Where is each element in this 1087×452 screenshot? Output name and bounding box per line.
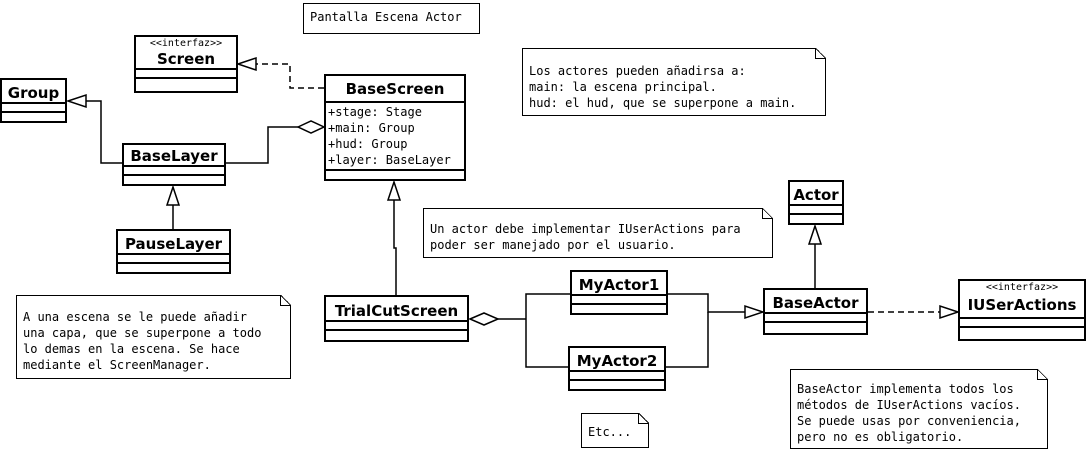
attributes-compartment <box>790 204 842 213</box>
methods-compartment <box>765 321 866 323</box>
attributes-compartment <box>960 317 1084 326</box>
methods-compartment <box>2 111 65 113</box>
note-layer: A una escena se le puede añadir una capa… <box>16 295 291 379</box>
attributes-compartment: +stage: Stage +main: Group +hud: Group +… <box>326 101 464 169</box>
realization-arrow <box>939 304 961 320</box>
class-iuseractions[interactable]: <<interfaz>> IUSerActions <box>958 279 1086 341</box>
title-note: Pantalla Escena Actor <box>303 3 480 34</box>
note-implement: Un actor debe implementar IUserActions p… <box>423 208 773 258</box>
attribute: +hud: Group <box>328 137 408 151</box>
trialcut-basescreen-line <box>393 200 397 295</box>
class-myactor1[interactable]: MyActor1 <box>570 270 668 315</box>
methods-compartment <box>326 329 467 331</box>
attribute: +stage: Stage <box>328 105 422 119</box>
class-name: PauseLayer <box>124 235 223 253</box>
methods-compartment <box>326 169 464 171</box>
stereotype-label: <<interfaz>> <box>985 282 1059 293</box>
generalization-arrow <box>65 93 87 109</box>
methods-compartment <box>572 303 666 305</box>
class-name: Actor <box>793 186 839 204</box>
class-name: BaseLayer <box>130 147 218 165</box>
generalization-arrow <box>807 223 823 245</box>
baselayer-group-line <box>86 100 122 164</box>
class-group[interactable]: Group <box>0 78 67 123</box>
attributes-compartment <box>572 294 666 303</box>
attributes-compartment <box>136 68 236 77</box>
methods-compartment <box>570 379 664 381</box>
class-baseactor[interactable]: BaseActor <box>763 288 868 335</box>
realization-arrow <box>235 56 257 72</box>
generalization-arrow <box>165 184 181 206</box>
trialcut-myactor2-line <box>525 319 570 368</box>
methods-compartment <box>790 213 842 215</box>
generalization-arrow <box>744 304 766 320</box>
trialcut-myactor1-line <box>525 293 570 319</box>
methods-compartment <box>136 77 236 79</box>
attributes-compartment <box>118 253 229 262</box>
note-fold-icon <box>638 413 649 424</box>
methods-compartment <box>118 262 229 264</box>
methods-compartment <box>960 326 1084 328</box>
myactor2-baseactor-line <box>666 312 709 368</box>
generalization-arrow <box>386 179 402 201</box>
aggregation-diamond <box>468 312 500 326</box>
class-name: BaseScreen <box>345 80 445 98</box>
class-name: MyActor2 <box>576 352 658 370</box>
class-name: Screen <box>156 50 216 68</box>
methods-compartment <box>124 174 224 176</box>
class-trialcutscreen[interactable]: TrialCutScreen <box>324 295 469 342</box>
note-fold-icon <box>280 295 291 306</box>
class-screen[interactable]: <<interfaz>> Screen <box>134 35 238 93</box>
note-fold-icon <box>1037 369 1048 380</box>
note-fold-icon <box>762 208 773 219</box>
myactor1-baseactor-line <box>668 293 745 313</box>
attribute: +main: Group <box>328 121 415 135</box>
class-name: Group <box>7 84 60 102</box>
attributes-compartment <box>124 165 224 174</box>
note-fold-icon <box>815 48 826 59</box>
baselayer-basescreen-line <box>226 126 298 164</box>
class-actor[interactable]: Actor <box>788 180 844 225</box>
class-name: TrialCutScreen <box>334 302 459 320</box>
class-pauselayer[interactable]: PauseLayer <box>116 229 231 274</box>
note-actors: Los actores pueden añadirsa a: main: la … <box>522 48 826 116</box>
class-baselayer[interactable]: BaseLayer <box>122 143 226 186</box>
note-baseactor: BaseActor implementa todos los métodos d… <box>790 369 1048 449</box>
class-myactor2[interactable]: MyActor2 <box>568 346 666 391</box>
stereotype-label: <<interfaz>> <box>149 38 223 49</box>
note-etc: Etc... <box>581 413 649 448</box>
aggregation-diamond <box>296 120 326 134</box>
basescreen-screen-line <box>256 63 324 89</box>
attributes-compartment <box>2 102 65 111</box>
attributes-compartment <box>326 320 467 329</box>
attribute: +layer: BaseLayer <box>328 153 451 167</box>
attributes-compartment <box>570 370 664 379</box>
class-name: IUSerActions <box>967 296 1077 314</box>
attributes-compartment <box>765 312 866 321</box>
class-name: MyActor1 <box>578 276 660 294</box>
class-name: BaseActor <box>772 294 859 312</box>
class-basescreen[interactable]: BaseScreen +stage: Stage +main: Group +h… <box>324 74 466 181</box>
